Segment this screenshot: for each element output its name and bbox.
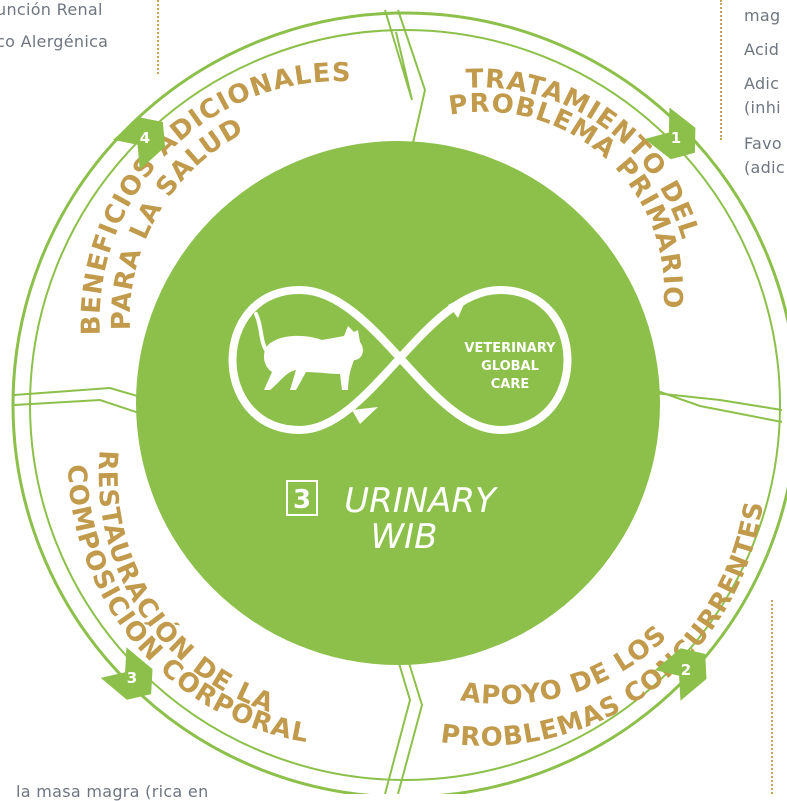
infinity-loop <box>228 286 572 434</box>
care-line-1: VETERINARY <box>464 341 556 356</box>
right-text-line-3: Adic <box>744 74 780 93</box>
segment-3-number: 3 <box>127 669 137 687</box>
segment-1-badge: 1 <box>644 107 696 160</box>
segment-3-badge: 3 <box>100 647 153 700</box>
segment-1-number: 1 <box>671 129 681 147</box>
segment-2-badge: 2 <box>654 648 707 701</box>
care-line-2: GLOBAL <box>481 359 539 374</box>
segment-4-badge: 4 <box>113 117 166 170</box>
left-text-line-1: unción Renal <box>0 0 103 19</box>
product-line-1: URINARY <box>344 481 498 521</box>
left-dotted-rule <box>157 0 159 74</box>
right-text-line-2: Acid <box>744 40 780 59</box>
arrow-top-right-icon <box>448 295 468 318</box>
separator-bottom <box>384 649 412 794</box>
separator-top <box>384 9 413 101</box>
right-text-line-4: (inhi <box>744 98 781 117</box>
care-line-3: CARE <box>491 377 530 392</box>
right-text-line-6: (adic <box>744 158 785 177</box>
cat-silhouette-icon <box>254 312 363 390</box>
left-text-line-2: co Alergénica <box>0 32 109 51</box>
right-dotted-rule-top <box>720 0 722 140</box>
right-text-line-1: mag <box>744 6 781 25</box>
product-number-box <box>286 480 318 516</box>
product-line-2: WIB <box>371 517 438 557</box>
outer-ring <box>11 11 787 794</box>
center-disc <box>136 141 660 665</box>
separator-top-2 <box>397 9 427 166</box>
arrow-bottom-left-icon <box>352 407 378 424</box>
segment-2-number: 2 <box>681 661 691 679</box>
product-number: 3 <box>293 485 311 515</box>
right-dotted-rule-bottom <box>771 600 773 794</box>
separator-right-2 <box>644 391 783 411</box>
right-text-line-5: Favo <box>744 134 782 153</box>
separator-bottom-2 <box>397 649 424 794</box>
segment-4-number: 4 <box>140 129 150 147</box>
